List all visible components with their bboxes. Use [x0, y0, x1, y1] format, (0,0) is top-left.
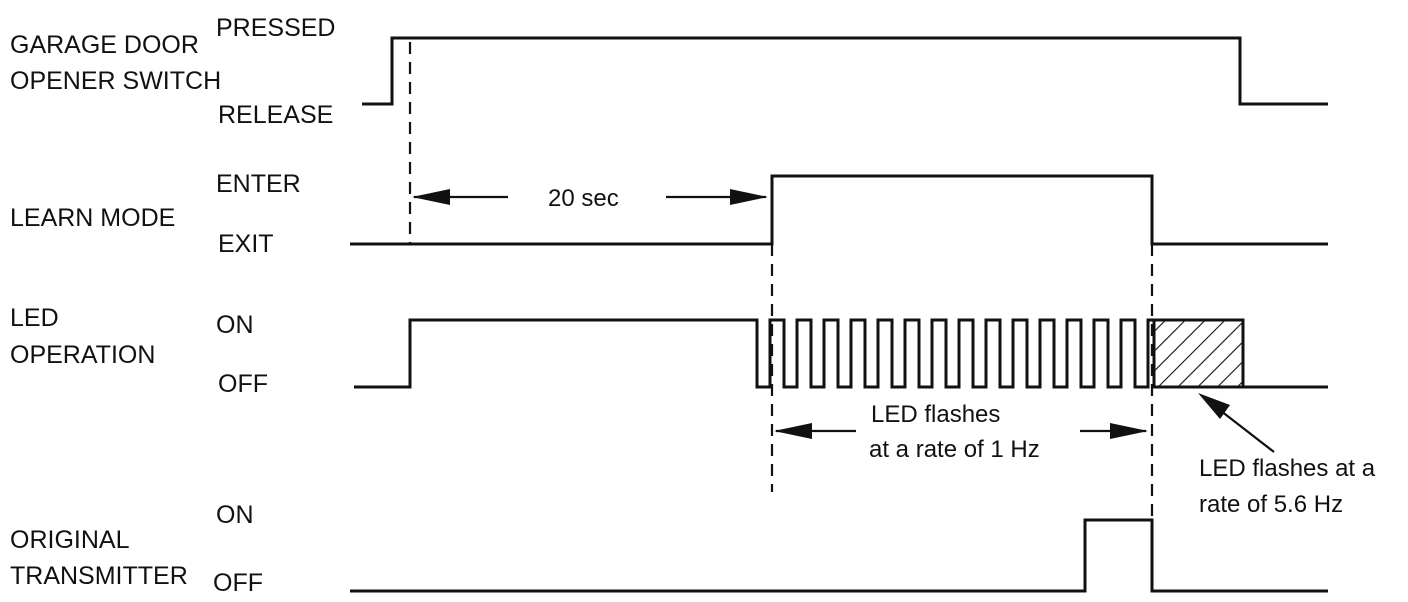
garage-door-switch-waveform: [362, 36, 1328, 106]
slow-flash-arrow: [774, 423, 1148, 439]
fast-flash-hatched-region: [1152, 318, 1245, 389]
signal-name-led-line2: OPERATION: [10, 341, 155, 369]
fast-flash-pointer-arrow: [1198, 393, 1275, 453]
state-label-release: RELEASE: [218, 101, 333, 129]
state-label-exit: EXIT: [218, 230, 274, 258]
signal-name-garage-door-line1: GARAGE DOOR: [10, 31, 199, 59]
state-label-transmitter-on: ON: [216, 501, 254, 529]
learn-mode-waveform: [350, 174, 1328, 246]
fast-flash-label-line2: rate of 5.6 Hz: [1199, 491, 1343, 518]
signal-name-led-line1: LED: [10, 304, 59, 332]
delay-arrow: [412, 189, 768, 205]
signal-name-transmitter-line1: ORIGINAL: [10, 526, 130, 554]
slow-flash-label-line2: at a rate of 1 Hz: [869, 436, 1040, 463]
state-label-pressed: PRESSED: [216, 14, 335, 42]
signal-name-learn-mode: LEARN MODE: [10, 204, 175, 232]
state-label-transmitter-off: OFF: [213, 569, 263, 597]
slow-flash-label-line1: LED flashes: [871, 401, 1000, 428]
state-label-enter: ENTER: [216, 170, 301, 198]
signal-name-transmitter-line2: TRANSMITTER: [10, 562, 188, 590]
fast-flash-label-line1: LED flashes at a: [1199, 455, 1376, 482]
state-label-led-on: ON: [216, 311, 254, 339]
signal-name-garage-door-line2: OPENER SWITCH: [10, 67, 221, 95]
delay-label: 20 sec: [548, 185, 619, 212]
transmitter-waveform: [350, 518, 1328, 593]
state-label-led-off: OFF: [218, 370, 268, 398]
led-operation-waveform: [354, 318, 1328, 389]
